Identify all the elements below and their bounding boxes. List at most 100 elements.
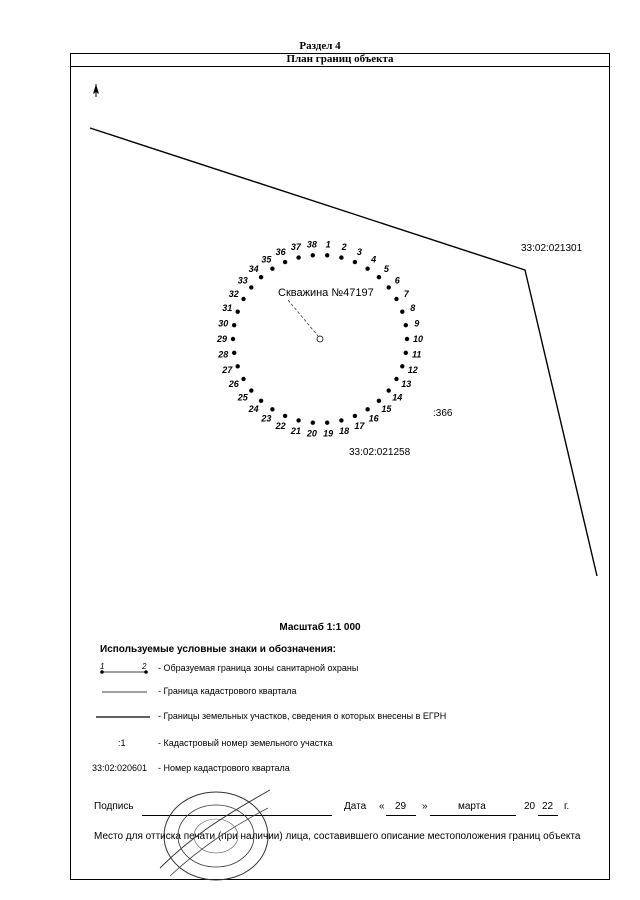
legend-text: - Границы земельных участков, сведения о… xyxy=(158,711,447,721)
date-day: 29 xyxy=(395,801,407,812)
boundary-point xyxy=(235,309,240,314)
year-underline xyxy=(538,815,558,816)
quarter-label-bottom: 33:02:021258 xyxy=(349,447,411,458)
boundary-point-label: 26 xyxy=(228,379,240,389)
boundary-point-label: 20 xyxy=(306,429,317,439)
parcel-boundary-line xyxy=(89,127,598,577)
boundary-points-icon: 1 2 xyxy=(100,662,148,674)
boundary-point-label: 33 xyxy=(238,276,248,286)
boundary-point xyxy=(325,253,330,258)
date-open-quote: « xyxy=(379,801,385,812)
boundary-point xyxy=(282,413,288,419)
boundary-point xyxy=(325,420,330,425)
boundary-point xyxy=(296,255,301,260)
legend-text: - Образуемая граница зоны санитарной охр… xyxy=(158,663,359,673)
seal-stamp-icon xyxy=(159,789,271,881)
north-arrow-icon xyxy=(93,84,99,97)
thin-line-icon xyxy=(102,691,147,693)
plan-frame xyxy=(70,53,610,880)
boundary-point-label: 16 xyxy=(369,414,380,424)
boundary-point-label: 35 xyxy=(261,255,272,265)
boundary-point-label: 28 xyxy=(217,350,228,360)
well-leader-line xyxy=(287,299,319,337)
boundary-point-label: 34 xyxy=(249,264,259,274)
date-year-unit: г. xyxy=(564,801,570,812)
boundary-point-label: 13 xyxy=(401,379,411,389)
boundary-point-label: 24 xyxy=(248,404,259,414)
boundary-point-label: 18 xyxy=(339,426,349,436)
boundary-point xyxy=(400,309,405,314)
signature-row: Подпись Дата « 29 » марта 20 22 г. xyxy=(94,801,614,817)
boundary-point-label: 15 xyxy=(381,404,392,414)
quarter-label-top: 33:02:021301 xyxy=(521,243,583,254)
boundary-point xyxy=(258,275,264,280)
legend-point-1: 1 xyxy=(100,662,104,671)
boundary-point xyxy=(352,413,358,419)
boundary-point-label: 10 xyxy=(413,334,423,344)
boundary-point xyxy=(386,285,391,290)
boundary-point xyxy=(376,275,382,280)
boundary-point xyxy=(232,323,237,328)
boundary-point-label: 30 xyxy=(218,318,228,328)
legend-item-zone-boundary: 1 2 - Образуемая граница зоны санитарной… xyxy=(92,661,532,675)
date-close-quote: » xyxy=(422,801,428,812)
boundary-point-label: 37 xyxy=(291,242,302,252)
well-marker xyxy=(316,335,324,343)
boundary-point xyxy=(365,266,370,271)
legend-title: Используемые условные знаки и обозначени… xyxy=(100,644,337,655)
boundary-point-label: 3 xyxy=(357,247,362,257)
date-month: марта xyxy=(458,801,486,812)
boundary-point-label: 27 xyxy=(221,365,233,375)
scale-label: Масштаб 1:1 000 xyxy=(279,622,361,633)
boundary-point-label: 1 xyxy=(326,239,331,249)
boundary-point xyxy=(352,259,358,265)
boundary-point-label: 5 xyxy=(384,264,390,274)
boundary-point xyxy=(404,336,410,342)
boundary-point xyxy=(310,253,315,258)
signature-line xyxy=(142,815,332,816)
plan-title: План границ объекта xyxy=(70,53,610,67)
boundary-point xyxy=(241,376,246,382)
boundary-point xyxy=(282,259,288,265)
boundary-point xyxy=(403,323,408,328)
well-label: Скважина №47197 xyxy=(278,287,374,299)
legend-point-2: 2 xyxy=(141,662,147,671)
boundary-point xyxy=(241,296,246,302)
boundary-point-label: 17 xyxy=(354,421,365,431)
boundary-point-label: 38 xyxy=(307,239,317,249)
legend-sample: 33:02:020601 xyxy=(92,763,148,773)
boundary-point xyxy=(249,285,254,290)
legend-item-parcel-number: :1 - Кадастровый номер земельного участк… xyxy=(92,736,532,750)
boundary-point xyxy=(339,418,344,423)
boundary-point xyxy=(394,376,399,382)
boundary-point-label: 31 xyxy=(222,303,232,313)
legend-item-quarter-number: 33:02:020601 - Номер кадастрового кварта… xyxy=(92,761,532,775)
boundary-point xyxy=(230,336,236,342)
boundary-point-label: 9 xyxy=(414,318,419,328)
boundary-point xyxy=(270,266,275,271)
boundary-point-label: 21 xyxy=(290,426,301,436)
section-title: Раздел 4 xyxy=(299,40,341,52)
legend-item-parcel-boundaries: - Границы земельных участков, сведения о… xyxy=(92,709,532,723)
boundary-point-label: 2 xyxy=(341,242,347,252)
boundary-point xyxy=(365,407,370,412)
boundary-point-label: 12 xyxy=(408,365,418,375)
boundary-point-label: 25 xyxy=(237,392,249,402)
boundary-point-label: 11 xyxy=(412,350,421,360)
legend-text: - Кадастровый номер земельного участка xyxy=(158,738,333,748)
legend-item-quarter-boundary: - Граница кадастрового квартала xyxy=(92,684,532,698)
boundary-point-label: 6 xyxy=(395,276,401,286)
boundary-point-label: 19 xyxy=(323,429,333,439)
boundary-point-label: 32 xyxy=(229,289,239,299)
boundary-point-label: 29 xyxy=(216,334,227,344)
boundary-point xyxy=(235,364,240,369)
boundary-point-label: 23 xyxy=(260,414,271,424)
boundary-point xyxy=(403,350,408,355)
boundary-point xyxy=(296,418,301,423)
boundary-point xyxy=(258,398,264,403)
thick-line-icon xyxy=(96,716,150,718)
legend-text: - Граница кадастрового квартала xyxy=(158,686,297,696)
parcel-label: :366 xyxy=(433,408,453,419)
legend-sample: :1 xyxy=(118,738,126,748)
